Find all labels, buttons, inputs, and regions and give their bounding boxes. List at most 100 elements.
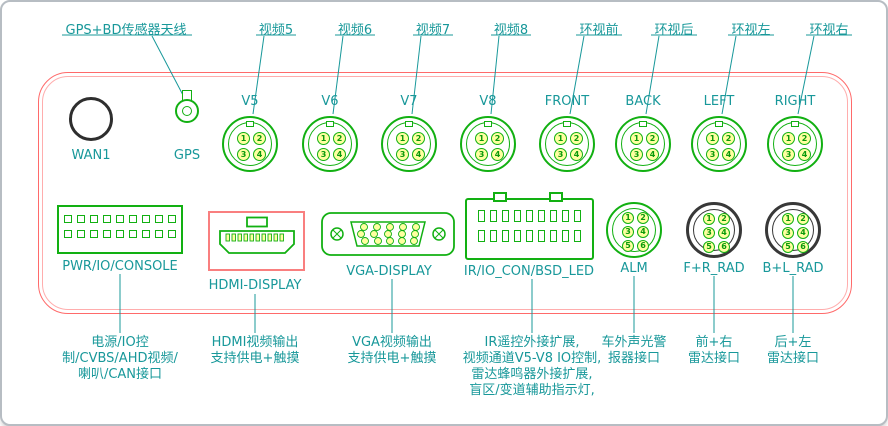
pwr-pin-row xyxy=(59,215,181,223)
pin-5: 5 xyxy=(622,240,634,252)
callout-surround-front: 环视前 xyxy=(579,23,619,38)
pin-1: 1 xyxy=(782,213,794,225)
callout-video6: 视频6 xyxy=(337,23,373,38)
pin-2: 2 xyxy=(491,132,504,145)
note-ir: IR遥控外接扩展, 视频通道V5-V8 IO控制, 雷达蜂鸣器外接扩展, 盲区/… xyxy=(463,335,602,399)
keyway-notch xyxy=(639,121,647,127)
pin xyxy=(526,210,533,222)
ir-label: IR/IO_CON/BSD_LED xyxy=(463,264,595,279)
pin-1: 1 xyxy=(237,132,250,145)
pin xyxy=(562,230,569,242)
pin xyxy=(116,230,124,238)
pin xyxy=(142,215,150,223)
pwr-io-console-connector xyxy=(57,205,183,254)
pin-3: 3 xyxy=(622,226,634,238)
pin-1: 1 xyxy=(630,132,643,145)
pin-1: 1 xyxy=(622,212,634,224)
connector-label-v7: V7 xyxy=(400,94,418,109)
keyway-notch xyxy=(484,121,492,127)
pin-3: 3 xyxy=(706,148,719,161)
pin-3: 3 xyxy=(317,148,330,161)
ir-io-bsd-connector xyxy=(465,192,594,260)
keyway-notch xyxy=(563,121,571,127)
connector-label-right: RIGHT xyxy=(774,94,816,109)
pin xyxy=(90,230,98,238)
note-line: 支持供电+触摸 xyxy=(210,351,300,366)
connector-barrel xyxy=(612,208,656,252)
pin-1: 1 xyxy=(554,132,567,145)
pin-4: 4 xyxy=(253,148,266,161)
callout-surround-left: 环视左 xyxy=(731,23,771,38)
pin-6: 6 xyxy=(637,240,649,252)
latch-tab xyxy=(493,192,507,202)
pin-1: 1 xyxy=(396,132,409,145)
connector-label-v5: V5 xyxy=(241,94,259,109)
callout-gps-bd-antenna: GPS+BD传感器天线 xyxy=(65,23,187,38)
note-alm: 车外声光警 报器接口 xyxy=(601,335,666,367)
note-line: 报器接口 xyxy=(607,351,661,366)
pin xyxy=(142,230,150,238)
pin-4: 4 xyxy=(333,148,346,161)
pin-2: 2 xyxy=(797,213,809,225)
pin xyxy=(155,215,163,223)
pin xyxy=(64,215,72,223)
note-vga: VGA视频输出 支持供电+触摸 xyxy=(348,335,437,367)
pin xyxy=(129,230,137,238)
alm-label: ALM xyxy=(620,261,648,276)
pin xyxy=(116,215,124,223)
pin xyxy=(77,215,85,223)
connector-label-front: FRONT xyxy=(544,94,590,109)
pin-3: 3 xyxy=(782,148,795,161)
note-line: 喇叭/CAN接口 xyxy=(77,367,163,382)
note-line: 视频通道V5-V8 IO控制, xyxy=(462,351,602,366)
vga-port-drawing xyxy=(321,212,455,256)
gps-label: GPS xyxy=(173,148,201,163)
pin-3: 3 xyxy=(396,148,409,161)
pin-4: 4 xyxy=(637,226,649,238)
callout-video5: 视频5 xyxy=(258,23,294,38)
note-line: 前+右 xyxy=(695,335,733,350)
pin xyxy=(478,230,485,242)
pin-2: 2 xyxy=(718,213,730,225)
pin-2: 2 xyxy=(412,132,425,145)
pin-6: 6 xyxy=(718,241,730,253)
pin xyxy=(103,215,111,223)
note-line: 制/CVBS/AHD视频/ xyxy=(62,351,178,366)
pin-4: 4 xyxy=(722,148,735,161)
note-line: VGA视频输出 xyxy=(352,335,432,350)
ir-pin-row xyxy=(467,230,592,242)
note-fr-rad: 前+右 雷达接口 xyxy=(688,335,740,367)
pin xyxy=(490,230,497,242)
pin xyxy=(562,210,569,222)
pwr-pin-row xyxy=(59,230,181,238)
callout-video7: 视频7 xyxy=(415,23,451,38)
connector-label-back: BACK xyxy=(625,94,661,109)
note-hdmi: HDMI视频输出 支持供电+触摸 xyxy=(211,335,300,367)
vga-label: VGA-DISPLAY xyxy=(346,264,432,279)
pin-4: 4 xyxy=(718,227,730,239)
pwr-label: PWR/IO/CONSOLE xyxy=(62,259,178,274)
pin xyxy=(502,230,509,242)
keyway-notch xyxy=(791,121,799,127)
pin xyxy=(155,230,163,238)
wan1-label: WAN1 xyxy=(71,148,111,163)
connector-barrel xyxy=(772,209,814,251)
pin-3: 3 xyxy=(630,148,643,161)
pin-4: 4 xyxy=(412,148,425,161)
hdmi-label: HDMI-DISPLAY xyxy=(208,278,302,293)
note-pwr: 电源/IO控 制/CVBS/AHD视频/ 喇叭/CAN接口 xyxy=(62,335,178,383)
